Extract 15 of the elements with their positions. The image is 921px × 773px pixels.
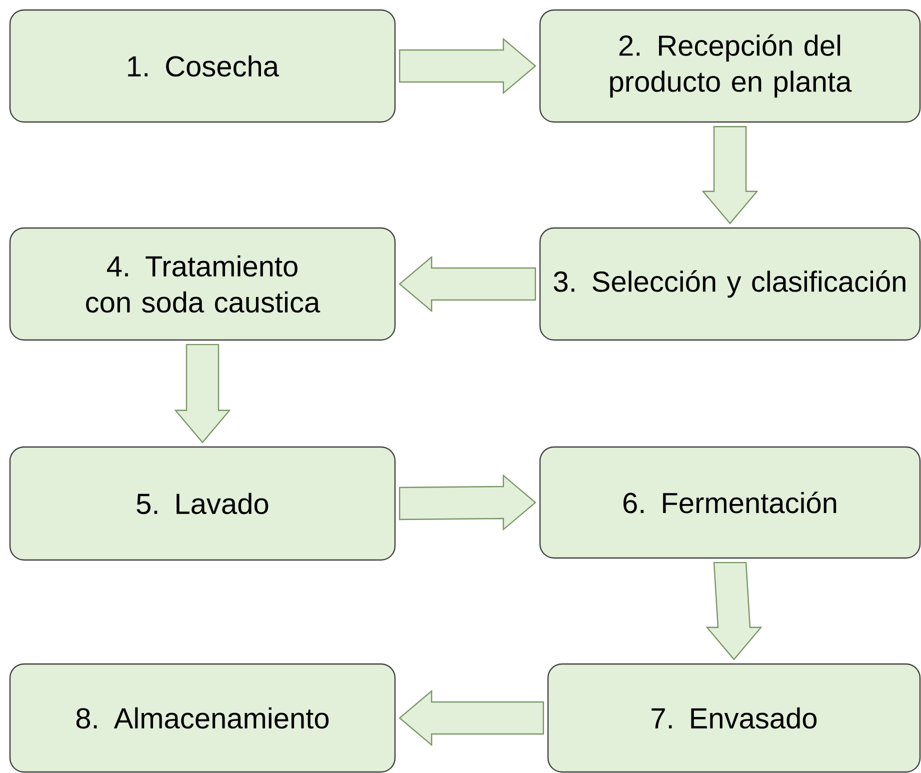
block-arrow bbox=[706, 562, 762, 660]
process-box: 7. Envasado bbox=[547, 663, 921, 773]
process-box: 2. Recepción del producto en planta bbox=[539, 9, 921, 123]
block-arrow bbox=[174, 344, 231, 444]
process-box: 5. Lavado bbox=[9, 446, 396, 561]
process-box: 3. Selección y clasificación bbox=[539, 227, 921, 341]
process-box: 8. Almacenamiento bbox=[9, 663, 396, 773]
process-box: 4. Tratamiento con soda caustica bbox=[9, 227, 396, 341]
block-arrow bbox=[398, 690, 544, 746]
block-arrow bbox=[399, 474, 536, 531]
block-arrow bbox=[399, 38, 536, 94]
process-box: 1. Cosecha bbox=[9, 9, 396, 123]
block-arrow bbox=[398, 256, 536, 312]
block-arrow bbox=[702, 126, 758, 224]
process-box: 6. Fermentación bbox=[539, 446, 921, 559]
